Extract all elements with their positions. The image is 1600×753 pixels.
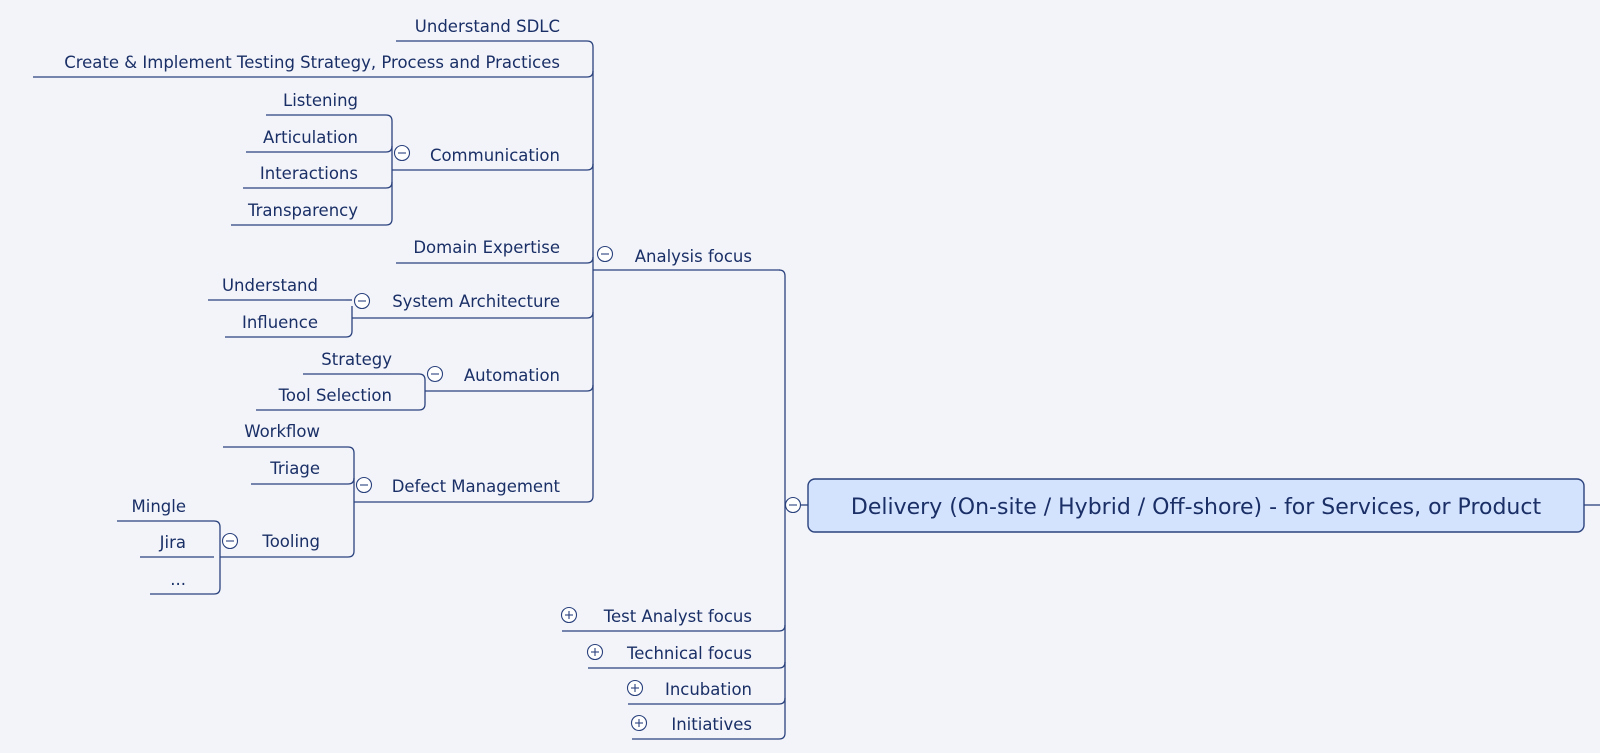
branch-joint bbox=[418, 403, 426, 411]
root-topic-box[interactable] bbox=[807, 478, 1585, 533]
initiatives-expand-icon[interactable] bbox=[630, 714, 648, 732]
architecture-understand-label[interactable]: Understand bbox=[222, 276, 318, 295]
root-topic-label[interactable]: Delivery (On-site / Hybrid / Off-shore) … bbox=[851, 495, 1542, 520]
branch-joint bbox=[385, 114, 393, 122]
system-architecture-label[interactable]: System Architecture bbox=[392, 292, 560, 311]
incubation-label[interactable]: Incubation bbox=[665, 680, 752, 699]
branch-joint bbox=[778, 661, 786, 669]
analysis-focus-collapse-icon[interactable] bbox=[596, 245, 614, 263]
branch-joint bbox=[347, 446, 355, 454]
branch-joint bbox=[347, 550, 355, 558]
toggle-buttons bbox=[221, 144, 802, 732]
tooling-mingle-label[interactable]: Mingle bbox=[132, 497, 187, 516]
triage-label[interactable]: Triage bbox=[269, 459, 320, 478]
tooling-ellipsis-label[interactable]: ... bbox=[170, 570, 186, 589]
branch-joint bbox=[385, 181, 393, 189]
spine-level1 bbox=[778, 269, 786, 733]
articulation-label[interactable]: Articulation bbox=[263, 128, 358, 147]
automation-label[interactable]: Automation bbox=[464, 366, 560, 385]
branch-joint bbox=[586, 311, 594, 319]
understand-sdlc-label[interactable]: Understand SDLC bbox=[415, 17, 560, 36]
branch-joint bbox=[778, 697, 786, 705]
connector-lines bbox=[33, 40, 1600, 740]
interactions-label[interactable]: Interactions bbox=[260, 164, 358, 183]
defect-management-collapse-icon[interactable] bbox=[355, 476, 373, 494]
root-collapse-icon[interactable] bbox=[784, 496, 802, 514]
testing-strategy-label[interactable]: Create & Implement Testing Strategy, Pro… bbox=[64, 53, 560, 72]
branch-joint bbox=[385, 218, 393, 226]
branch-joint bbox=[213, 587, 221, 595]
automation-collapse-icon[interactable] bbox=[426, 365, 444, 383]
topic-nodes: Delivery (On-site / Hybrid / Off-shore) … bbox=[64, 17, 1585, 734]
branch-joint bbox=[586, 163, 594, 171]
domain-expertise-label[interactable]: Domain Expertise bbox=[413, 238, 560, 257]
technical-focus-label[interactable]: Technical focus bbox=[626, 644, 752, 663]
communication-collapse-icon[interactable] bbox=[393, 144, 411, 162]
test-analyst-focus-label[interactable]: Test Analyst focus bbox=[603, 607, 752, 626]
branch-joint bbox=[586, 495, 594, 503]
branch-joint bbox=[347, 477, 355, 485]
automation-tool-selection-label[interactable]: Tool Selection bbox=[278, 386, 392, 405]
communication-label[interactable]: Communication bbox=[430, 146, 560, 165]
automation-strategy-label[interactable]: Strategy bbox=[321, 350, 392, 369]
defect-management-label[interactable]: Defect Management bbox=[392, 477, 561, 496]
tooling-jira-label[interactable]: Jira bbox=[159, 533, 186, 552]
incubation-expand-icon[interactable] bbox=[626, 679, 644, 697]
system-architecture-collapse-icon[interactable] bbox=[353, 292, 371, 310]
architecture-influence-label[interactable]: Influence bbox=[242, 313, 318, 332]
analysis-focus-label[interactable]: Analysis focus bbox=[635, 247, 752, 266]
branch-joint bbox=[586, 256, 594, 264]
tooling-collapse-icon[interactable] bbox=[221, 532, 239, 550]
branch-joint bbox=[586, 40, 594, 48]
workflow-label[interactable]: Workflow bbox=[244, 422, 320, 441]
branch-joint bbox=[345, 330, 353, 338]
branch-joint bbox=[213, 520, 221, 528]
branch-joint bbox=[778, 732, 786, 740]
branch-joint bbox=[778, 624, 786, 632]
branch-joint bbox=[586, 384, 594, 392]
tooling-label[interactable]: Tooling bbox=[261, 532, 320, 551]
branch-joint bbox=[586, 70, 594, 78]
branch-joint bbox=[418, 373, 426, 381]
listening-label[interactable]: Listening bbox=[283, 91, 358, 110]
technical-focus-expand-icon[interactable] bbox=[586, 643, 604, 661]
initiatives-label[interactable]: Initiatives bbox=[671, 715, 752, 734]
branch-joint bbox=[385, 145, 393, 153]
transparency-label[interactable]: Transparency bbox=[247, 201, 358, 220]
test-analyst-focus-expand-icon[interactable] bbox=[560, 606, 578, 624]
